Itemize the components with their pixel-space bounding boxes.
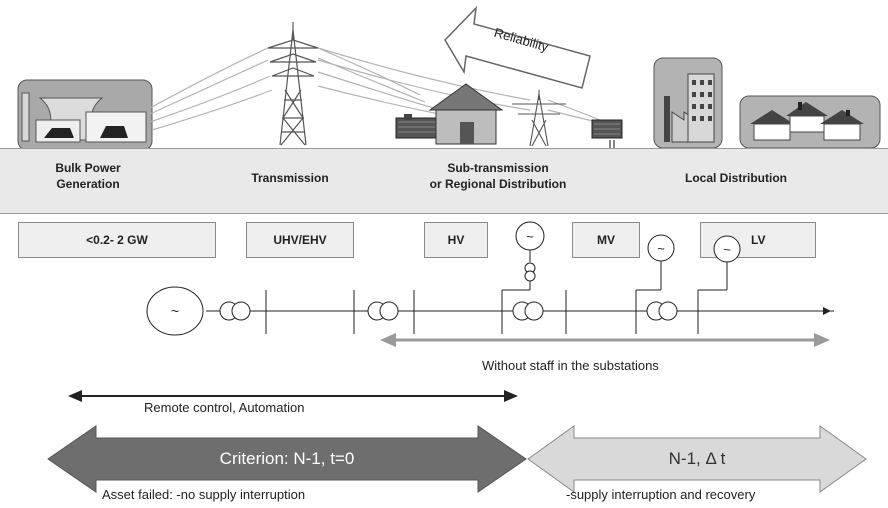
mv-box: MV xyxy=(572,222,640,258)
remote-control-label: Remote control, Automation xyxy=(144,400,305,415)
stage-local-distribution: Local Distribution xyxy=(685,171,787,185)
hv-generator-tilde: ~ xyxy=(526,229,534,244)
criterion-arrow-light xyxy=(527,425,867,493)
criterion-left-label: Criterion: N-1, t=0 xyxy=(219,449,355,468)
bus-bars xyxy=(265,290,699,334)
without-staff-label: Without staff in the substations xyxy=(482,358,659,373)
hv-generator-symbol xyxy=(515,221,545,251)
house-icon xyxy=(428,83,504,145)
transmission-tower-icon xyxy=(267,22,319,146)
criterion-right-label: N-1, Δ t xyxy=(668,449,726,468)
transformers xyxy=(219,301,678,321)
mv-generator-symbol xyxy=(647,234,675,262)
lv-generator-symbol xyxy=(713,235,741,263)
factory-icon xyxy=(653,57,723,162)
stage-bulk-line1: Bulk Power xyxy=(55,161,121,175)
stage-transmission: Transmission xyxy=(251,171,329,185)
asset-failed-label: Asset failed: -no supply interruption xyxy=(102,487,306,502)
distribution-tower-icon xyxy=(512,90,566,147)
hv-box: HV xyxy=(424,222,488,258)
mv-generator-tilde: ~ xyxy=(657,241,665,256)
supply-interruption-label: -supply interruption and recovery xyxy=(566,487,756,502)
main-generator-symbol xyxy=(146,286,204,336)
main-generator-tilde: ~ xyxy=(171,303,179,319)
residential-houses-icon xyxy=(739,95,881,162)
criterion-arrow-dark xyxy=(47,425,527,493)
remote-control-arrow xyxy=(68,390,518,402)
reliability-arrow xyxy=(444,5,591,89)
stage-subtransmission: Sub-transmission or Regional Distributio… xyxy=(408,160,588,192)
capacity-box: <0.2- 2 GW xyxy=(18,222,216,258)
lv-generator-tilde: ~ xyxy=(723,242,731,257)
uhv-ehv-box: UHV/EHV xyxy=(246,222,354,258)
power-plant-icon xyxy=(17,79,153,151)
without-staff-arrow xyxy=(380,333,830,347)
stage-subtransmission-line2: or Regional Distribution xyxy=(429,177,567,191)
stage-band xyxy=(0,148,888,214)
stage-subtransmission-line1: Sub-transmission xyxy=(447,161,549,175)
power-lines xyxy=(149,47,606,131)
stage-bulk-generation: Bulk Power Generation xyxy=(28,160,148,192)
stage-bulk-line2: Generation xyxy=(56,177,120,191)
